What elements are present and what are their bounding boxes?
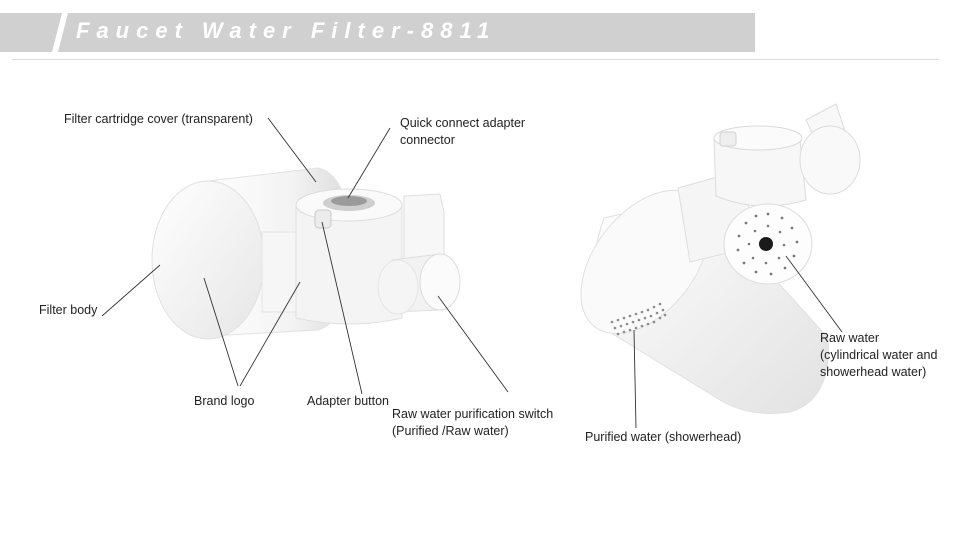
leader-brand-logo-1 [203,277,239,387]
left-faucet-filter [151,167,461,340]
leader-raw-water [785,255,843,333]
leader-purified [633,329,637,429]
right-faucet-filter [580,103,861,414]
label-purified-water: Purified water (showerhead) [585,430,742,444]
label-filter-body: Filter body [39,303,98,317]
label-quick-connect-2: connector [400,133,455,147]
leader-switch [437,295,509,393]
header-banner: Faucet Water Filter-8811 [0,0,960,70]
label-switch-2: (Purified /Raw water) [392,424,509,438]
filter-cover-shape [151,180,265,340]
label-adapter-button: Adapter button [307,394,390,408]
label-filter-cover: Filter cartridge cover (transparent) [64,112,253,126]
right-knob [799,125,861,195]
lever-tab [403,193,445,263]
label-raw-water-3: showerhead water) [820,365,927,379]
leader-adapter-button [321,221,363,395]
banner-shape [0,13,755,52]
header-divider [12,59,939,60]
leader-filter-cover [267,117,317,183]
leader-lines [101,117,843,429]
showerhead-holes [736,212,799,276]
leader-quick-connect [347,127,391,199]
switch-knob [419,253,461,311]
raw-water-outlet [759,237,773,251]
purified-holes [610,302,667,336]
label-raw-water-2: (cylindrical water and [820,348,938,362]
label-quick-connect-1: Quick connect adapter [400,116,526,130]
label-brand-logo: Brand logo [194,394,255,408]
leader-filter-body [101,264,161,317]
leader-brand-logo-2 [239,281,301,387]
label-raw-water-1: Raw water [820,331,880,345]
label-switch-1: Raw water purification switch [392,407,554,421]
page-title: Faucet Water Filter-8811 [76,18,497,43]
adapter-cylinder [295,204,403,325]
